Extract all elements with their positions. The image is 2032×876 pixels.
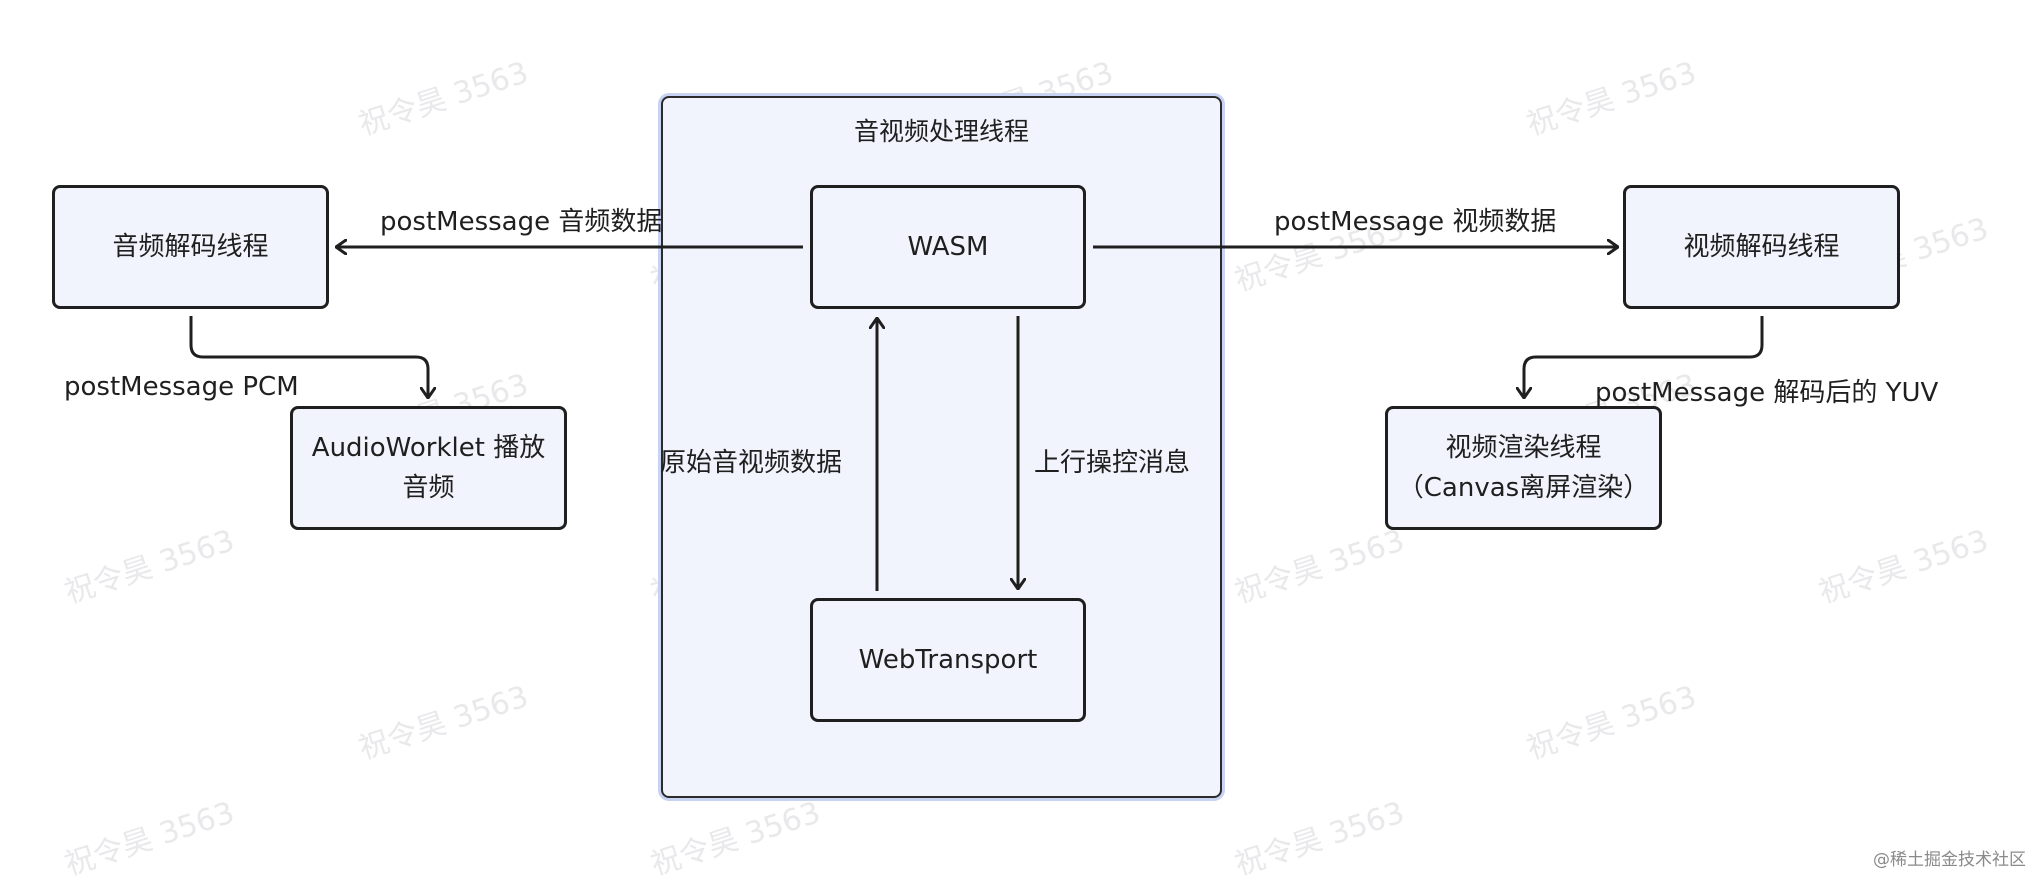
edge-label-uplink: 上行操控消息 <box>1034 448 1191 478</box>
wasm-label: WASM <box>907 232 989 262</box>
audio-decode-label: 音频解码线程 <box>112 232 269 262</box>
video-render-label-line2: （Canvas离屏渲染） <box>1397 473 1650 503</box>
audioworklet-label-line2: 音频 <box>402 473 455 503</box>
webtransport-node[interactable]: WebTransport <box>810 598 1086 722</box>
edge-label-yuv: postMessage 解码后的 YUV <box>1595 378 1939 408</box>
video-decode-thread-node[interactable]: 视频解码线程 <box>1623 185 1900 309</box>
edge-yuv <box>1524 316 1764 398</box>
edge-label-raw-av: 原始音视频数据 <box>660 448 843 478</box>
edge-pcm <box>189 316 428 398</box>
edge-label-video-data: postMessage 视频数据 <box>1274 207 1557 237</box>
video-render-label-line1: 视频渲染线程 <box>1445 433 1602 463</box>
webtransport-label: WebTransport <box>858 645 1038 675</box>
audioworklet-node[interactable]: AudioWorklet 播放 音频 <box>290 406 567 530</box>
video-render-thread-node[interactable]: 视频渲染线程 （Canvas离屏渲染） <box>1385 406 1662 530</box>
footer-credit: @稀土掘金技术社区 <box>1873 850 2026 870</box>
group-title: 音视频处理线程 <box>853 117 1029 146</box>
video-decode-label: 视频解码线程 <box>1683 232 1840 262</box>
wasm-node[interactable]: WASM <box>810 185 1086 309</box>
audioworklet-label-line1: AudioWorklet 播放 <box>311 433 546 463</box>
edge-label-audio-data: postMessage 音频数据 <box>380 207 663 237</box>
edge-label-pcm: postMessage PCM <box>64 372 299 402</box>
audio-decode-thread-node[interactable]: 音频解码线程 <box>52 185 329 309</box>
